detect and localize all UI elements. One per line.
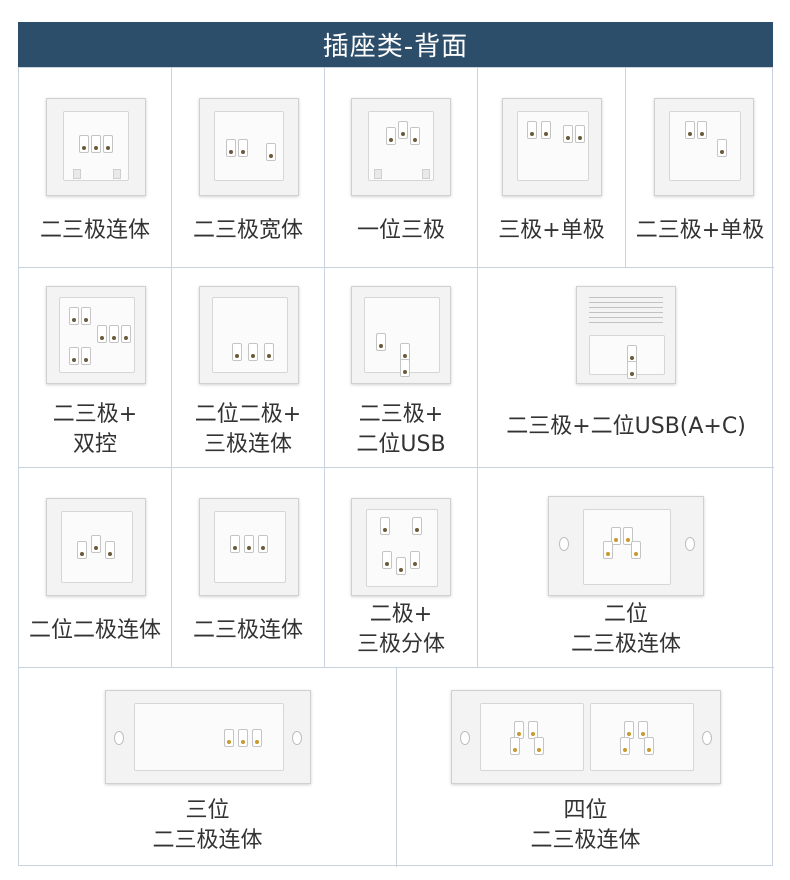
- socket-back-image: [451, 690, 721, 784]
- product-cell[interactable]: 二位二三极连体: [478, 468, 774, 668]
- socket-back-image: [548, 496, 704, 596]
- product-label: 二三极+二位USB: [356, 402, 446, 457]
- product-label: 二位二极+三极连体: [194, 402, 302, 457]
- socket-back-image: [654, 98, 754, 196]
- product-label: 三位二三极连体: [152, 798, 263, 853]
- product-label: 二三极连体: [192, 618, 303, 643]
- product-cell[interactable]: 二三极宽体: [172, 68, 325, 268]
- product-cell[interactable]: 二三极+二位USB(A+C): [478, 268, 774, 468]
- product-cell[interactable]: 一位三极: [325, 68, 478, 268]
- socket-back-image: [199, 286, 299, 384]
- product-label: 一位三极: [356, 218, 445, 243]
- product-cell[interactable]: 二三极+二位USB: [325, 268, 478, 468]
- socket-back-image: [46, 286, 146, 384]
- socket-back-image: [351, 498, 451, 596]
- product-label: 四位二三极连体: [530, 798, 641, 853]
- socket-back-image: [199, 498, 299, 596]
- socket-back-image: [105, 690, 311, 784]
- product-cell[interactable]: 二三极连体: [19, 68, 172, 268]
- product-label: 二三极+双控: [52, 402, 138, 457]
- product-label: 二三极+二位USB(A+C): [506, 414, 746, 439]
- product-cell[interactable]: 二三极连体: [172, 468, 325, 668]
- socket-back-image: [351, 286, 451, 384]
- product-cell[interactable]: 二位二极+三极连体: [172, 268, 325, 468]
- product-cell[interactable]: 三位二三极连体: [19, 668, 397, 867]
- product-cell[interactable]: 二三极+双控: [19, 268, 172, 468]
- product-label: 二位二极连体: [28, 618, 161, 643]
- socket-back-image: [46, 498, 146, 596]
- product-cell[interactable]: 二三极+单极: [626, 68, 774, 268]
- socket-back-image: [576, 286, 676, 384]
- page-title-bar: 插座类-背面: [18, 22, 773, 67]
- product-label: 二极+三极分体: [356, 602, 445, 657]
- socket-back-image: [351, 98, 451, 196]
- product-grid: 二三极连体 二三极宽体 一位三极 三极+单极: [18, 67, 774, 867]
- product-label: 二位二三极连体: [570, 602, 681, 657]
- socket-back-image: [199, 98, 299, 196]
- product-label: 二三极宽体: [192, 218, 303, 243]
- product-cell[interactable]: 二极+三极分体: [325, 468, 478, 668]
- product-label: 二三极连体: [39, 218, 150, 243]
- product-label: 三极+单极: [498, 218, 605, 243]
- product-cell[interactable]: 四位二三极连体: [397, 668, 774, 867]
- socket-back-image: [502, 98, 602, 196]
- product-cell[interactable]: 二位二极连体: [19, 468, 172, 668]
- page-title: 插座类-背面: [322, 32, 469, 62]
- socket-back-image: [46, 98, 146, 196]
- product-cell[interactable]: 三极+单极: [478, 68, 626, 268]
- product-label: 二三极+单极: [635, 218, 765, 243]
